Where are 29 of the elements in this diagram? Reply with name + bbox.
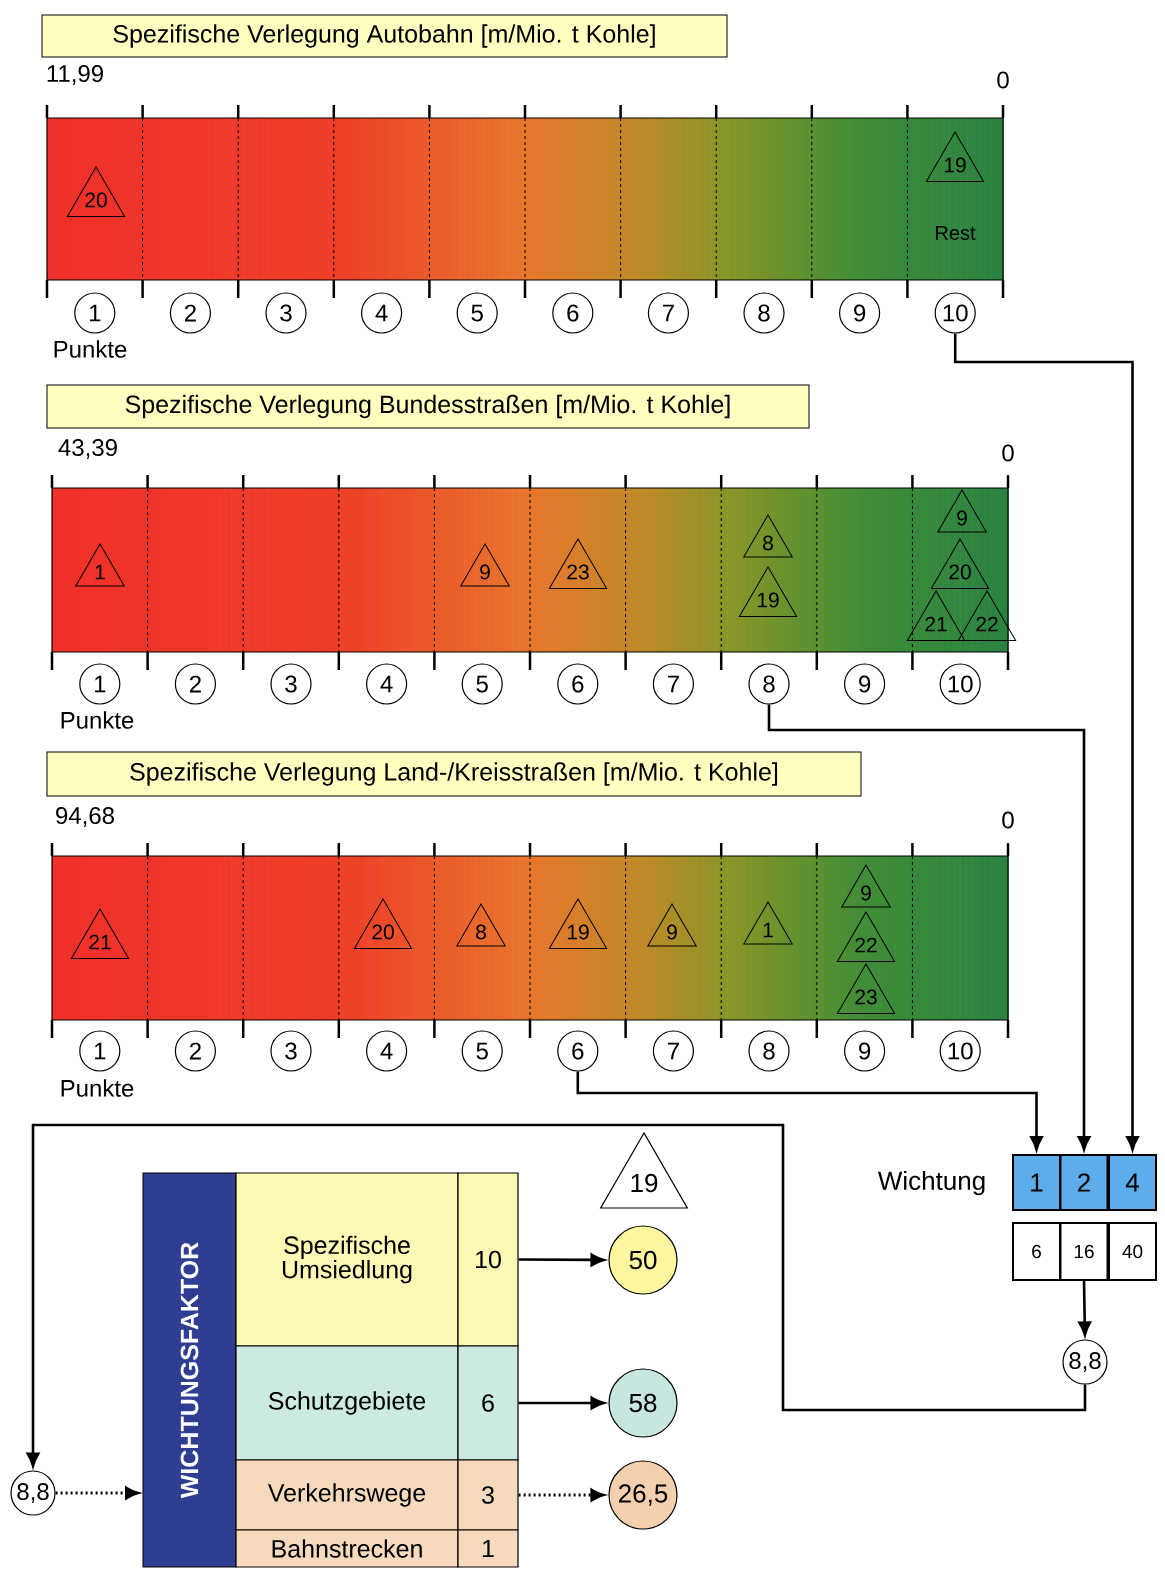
weight-box: 6 (1012, 1222, 1061, 1281)
arrow (518, 1253, 605, 1267)
arrow (518, 1488, 605, 1502)
table-cell: 3 (457, 1459, 519, 1531)
arrow (1078, 1281, 1092, 1336)
weight-box: 1 (1012, 1154, 1061, 1211)
scale-value: 0 (997, 71, 1009, 89)
axis-label: Punkte (61, 711, 134, 729)
title-box: Spezifische Verlegung Land-/Kreisstraßen [m/Mio. t Kohle] (46, 751, 862, 797)
title-box: Spezifische Verlegung Autobahn [m/Mio. t Kohle] (41, 14, 728, 58)
row-label: Wichtung (877, 1170, 985, 1196)
gradient-bar (46, 117, 1004, 281)
arrow (55, 1486, 140, 1500)
weight-box: 4 (1108, 1154, 1157, 1211)
gradient-bar (51, 855, 1009, 1021)
arrow (26, 1123, 1087, 1467)
segment-label: Rest (936, 226, 976, 240)
table-cell: 6 (457, 1345, 519, 1461)
factor-bar: WICHTUNGSFAKTOR (142, 1172, 237, 1568)
axis-label: Punkte (61, 1079, 134, 1097)
arrow (518, 1396, 605, 1410)
table-cell: 1 (457, 1529, 519, 1568)
axis-label: Punkte (54, 340, 127, 358)
table-cell: 10 (457, 1172, 519, 1347)
weight-box: 2 (1059, 1154, 1109, 1211)
weight-box: 40 (1108, 1222, 1157, 1281)
title-box: Spezifische Verlegung Bundesstraßen [m/Mio. t Kohle] (46, 384, 810, 429)
weight-box: 16 (1059, 1222, 1109, 1281)
gradient-bar (51, 487, 1009, 653)
